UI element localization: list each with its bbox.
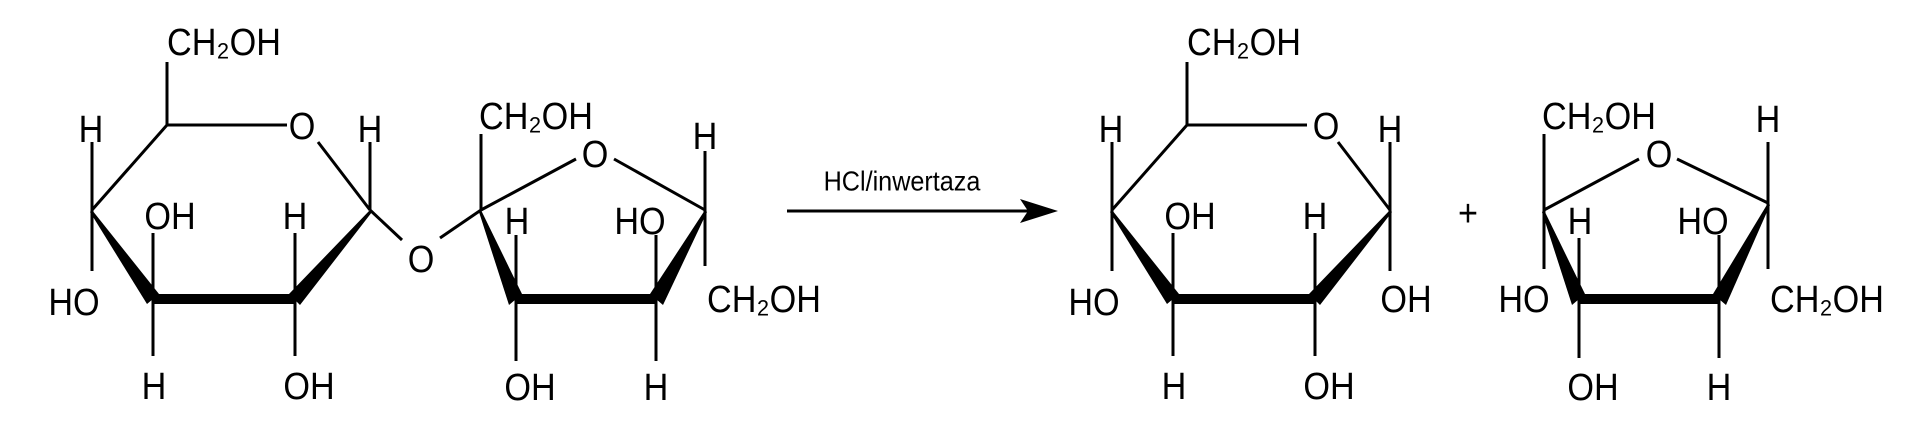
label-oh: OH: [504, 365, 555, 408]
sucrose-fructose-unit: CH₂OH O H H HO CH₂OH OH H: [479, 94, 821, 409]
label-h: H: [1378, 107, 1403, 150]
label-ring-oxygen: O: [1646, 132, 1673, 175]
label-oh: OH: [1567, 365, 1618, 408]
bond: [90, 124, 169, 211]
plus-sign: +: [1458, 191, 1478, 234]
label-ho: HO: [1498, 277, 1549, 320]
wedge-bond: [1110, 210, 1179, 304]
label-ho: HO: [1677, 199, 1728, 242]
label-oh: OH: [283, 364, 334, 407]
label-oh: OH: [1380, 277, 1431, 320]
label-h: H: [1568, 199, 1593, 242]
label-ring-oxygen: O: [1313, 104, 1340, 147]
label-h: H: [1756, 97, 1781, 140]
wedge-bond: [90, 210, 159, 304]
wedge-bond: [479, 210, 522, 305]
wedge-bond: [1713, 203, 1770, 305]
label-ch2oh: CH₂OH: [1770, 277, 1884, 320]
label-h: H: [693, 114, 718, 157]
bond: [1676, 157, 1769, 205]
label-ring-oxygen: O: [582, 132, 609, 175]
reaction-arrow: HCl/inwertaza: [787, 165, 1058, 223]
label-glycosidic-oxygen: O: [408, 237, 435, 280]
label-ch2oh: CH₂OH: [1187, 20, 1301, 63]
label-h: H: [1707, 365, 1732, 408]
wedge-bond: [650, 210, 707, 305]
label-ch2oh: CH₂OH: [1542, 94, 1656, 137]
label-ch2oh: CH₂OH: [479, 94, 593, 137]
reaction-condition: HCl/inwertaza: [824, 165, 981, 197]
label-oh: OH: [144, 194, 195, 237]
label-oh: OH: [1303, 364, 1354, 407]
label-h: H: [79, 107, 104, 150]
bond: [613, 157, 706, 212]
glucose-product: CH₂OH H O H OH H HO OH H OH: [1068, 20, 1431, 407]
wedge-bond: [1309, 210, 1392, 305]
label-ho: HO: [1068, 280, 1119, 323]
bond: [1543, 157, 1640, 212]
label-h: H: [142, 364, 167, 407]
label-h: H: [644, 365, 669, 408]
bond: [368, 208, 404, 242]
bond: [316, 141, 372, 211]
label-h: H: [283, 194, 308, 237]
bond: [480, 157, 577, 212]
label-h: H: [1162, 364, 1187, 407]
wedge-bond: [1542, 210, 1585, 305]
label-ch2oh: CH₂OH: [167, 20, 281, 63]
bond: [439, 208, 482, 240]
sucrose-glucose-unit: CH₂OH H O H OH H HO H OH: [48, 20, 382, 407]
fructose-product: CH₂OH O H H HO HO CH₂OH OH H: [1498, 94, 1884, 408]
label-h: H: [1099, 107, 1124, 150]
bond: [1110, 124, 1189, 211]
wedge-bond: [289, 210, 372, 305]
label-h: H: [1303, 194, 1328, 237]
label-ho: HO: [48, 280, 99, 323]
label-h: H: [505, 199, 530, 242]
sucrose-molecule: CH₂OH H O H OH H HO H OH O CH₂OH O: [48, 20, 821, 408]
arrowhead-icon: [1020, 199, 1058, 223]
label-oh: OH: [1164, 194, 1215, 237]
bond: [1336, 141, 1392, 211]
label-ring-oxygen: O: [289, 104, 316, 147]
label-ch2oh: CH₂OH: [707, 277, 821, 320]
label-h: H: [358, 107, 383, 150]
label-ho: HO: [614, 199, 665, 242]
